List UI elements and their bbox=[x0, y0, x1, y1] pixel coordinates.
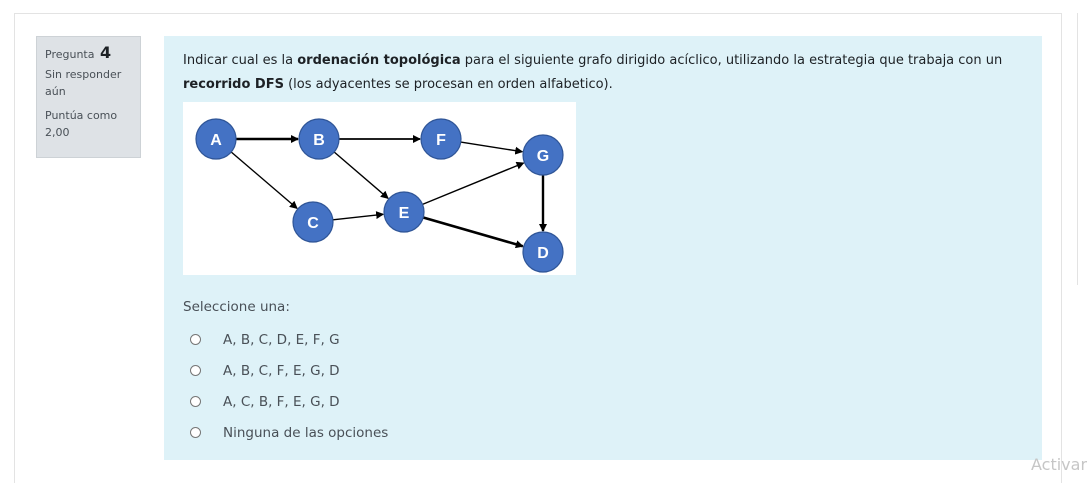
graph-edge-a-c bbox=[230, 151, 298, 209]
question-number-line: Pregunta 4 bbox=[45, 44, 132, 63]
question-content: Indicar cual es la ordenación topológica… bbox=[164, 36, 1042, 460]
answer-option-1[interactable]: A, B, C, D, E, F, G bbox=[190, 324, 388, 355]
answer-option-3[interactable]: A, C, B, F, E, G, D bbox=[190, 386, 388, 417]
question-text-part: para el siguiente grafo dirigido acíclic… bbox=[460, 53, 1003, 68]
graph-node-d: D bbox=[522, 231, 564, 273]
graph-node-g: G bbox=[522, 134, 564, 176]
question-text-part: (los adyacentes se procesan en orden alf… bbox=[283, 77, 613, 92]
graph-node-label: A bbox=[210, 132, 222, 149]
graph-node-label: E bbox=[399, 205, 410, 222]
answer-option-label[interactable]: A, B, C, F, E, G, D bbox=[223, 362, 340, 379]
graph-edge-f-g bbox=[460, 141, 524, 155]
graph-node-label: B bbox=[313, 132, 325, 149]
graph-node-a: A bbox=[195, 118, 237, 160]
graph-image: A B C D E F G bbox=[183, 102, 576, 275]
graph-node-e: E bbox=[383, 191, 425, 233]
graph-edge-c-e bbox=[332, 211, 385, 221]
question-grade: Puntúa como 2,00 bbox=[45, 109, 118, 139]
graph-node-f: F bbox=[420, 118, 462, 160]
right-panel-edge bbox=[1077, 13, 1087, 285]
graph-node-circle bbox=[522, 134, 564, 176]
dag-graph: A B C D E F G bbox=[195, 118, 564, 273]
graph-node-c: C bbox=[292, 201, 334, 243]
activation-watermark: Activar bbox=[1031, 455, 1087, 474]
radio-button[interactable] bbox=[190, 396, 201, 407]
graph-edge-b-e bbox=[333, 151, 389, 199]
question-text: Indicar cual es la ordenación topológica… bbox=[183, 49, 1023, 97]
question-state: Sin responder aún bbox=[45, 68, 122, 98]
answer-option-4[interactable]: Ninguna de las opciones bbox=[190, 417, 388, 448]
graph-node-label: F bbox=[436, 132, 446, 149]
question-frame bbox=[14, 13, 1062, 483]
question-info-box: Pregunta 4 Sin responder aún Puntúa como… bbox=[36, 36, 141, 158]
question-text-bold: ordenación topológica bbox=[297, 53, 461, 68]
graph-node-label: D bbox=[537, 245, 549, 262]
graph-node-circle bbox=[292, 201, 334, 243]
radio-button[interactable] bbox=[190, 427, 201, 438]
answer-option-2[interactable]: A, B, C, F, E, G, D bbox=[190, 355, 388, 386]
graph-node-circle bbox=[522, 231, 564, 273]
question-label: Pregunta bbox=[45, 48, 95, 61]
graph-node-circle bbox=[298, 118, 340, 160]
answer-options: A, B, C, D, E, F, G A, B, C, F, E, G, D … bbox=[190, 324, 388, 448]
graph-node-label: G bbox=[537, 148, 549, 165]
question-text-bold: recorrido DFS bbox=[183, 77, 284, 92]
graph-node-b: B bbox=[298, 118, 340, 160]
graph-edge-e-d bbox=[422, 216, 524, 249]
question-number: 4 bbox=[99, 43, 112, 62]
answer-option-label[interactable]: A, C, B, F, E, G, D bbox=[223, 393, 340, 410]
radio-button[interactable] bbox=[190, 365, 201, 376]
graph-node-circle bbox=[420, 118, 462, 160]
graph-node-label: C bbox=[307, 215, 319, 232]
graph-edge-e-g bbox=[422, 161, 525, 206]
radio-button[interactable] bbox=[190, 334, 201, 345]
question-text-part: Indicar cual es la bbox=[183, 53, 298, 68]
answer-option-label[interactable]: A, B, C, D, E, F, G bbox=[223, 331, 340, 348]
graph-node-circle bbox=[195, 118, 237, 160]
answer-prompt: Seleccione una: bbox=[183, 299, 290, 315]
graph-node-circle bbox=[383, 191, 425, 233]
answer-option-label[interactable]: Ninguna de las opciones bbox=[223, 424, 389, 441]
